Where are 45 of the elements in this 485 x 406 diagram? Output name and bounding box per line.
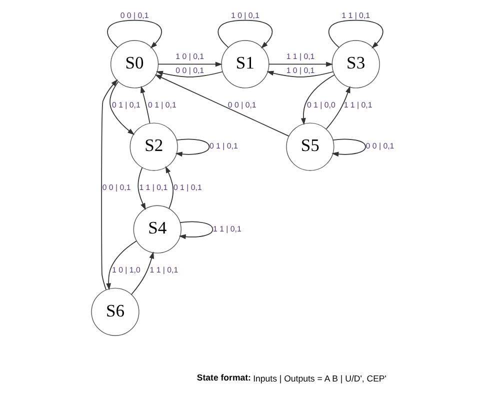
arrow xyxy=(106,240,136,290)
arrow xyxy=(154,74,289,136)
edge-label: 1 0 | 1,0 xyxy=(112,266,140,275)
edge-label: 0 1 | 0,1 xyxy=(208,142,238,151)
edge-label: 0 0 | 0,1 xyxy=(365,142,394,151)
node-circle: S2 xyxy=(129,122,178,171)
arrow xyxy=(164,166,174,210)
node-circle: S4 xyxy=(132,205,181,254)
arrow xyxy=(155,70,222,78)
arrow xyxy=(106,20,162,48)
arrow xyxy=(328,20,383,48)
arrow xyxy=(109,82,134,135)
edge-label: 1 1 | 0,1 xyxy=(286,52,314,62)
edge-label: 0 0 | 0,1 xyxy=(102,183,130,192)
edge-label: 1 1 | 0,1 xyxy=(212,224,241,234)
arrow xyxy=(130,252,154,295)
arrow xyxy=(325,86,350,130)
arrow xyxy=(266,70,334,78)
edge-label: 1 0 | 0,1 xyxy=(230,10,259,20)
arrow xyxy=(137,167,146,210)
edge-label: 0 0 | 0,1 xyxy=(227,100,256,110)
edge-label: 1 1 | 0,1 xyxy=(138,183,168,192)
arrow xyxy=(157,62,222,67)
arrow xyxy=(268,62,333,67)
edge-label: 1 1 | 0,1 xyxy=(149,266,178,275)
edge-label: 0 0 | 0,1 xyxy=(175,66,204,76)
node-circle: S5 xyxy=(286,122,334,171)
edge-label: 0 1 | 0,1 xyxy=(172,183,202,192)
edge-label: 1 1 | 0,1 xyxy=(343,100,372,110)
edge-label: 1 0 | 0,1 xyxy=(286,66,314,76)
edge-label: 0 1 | 0,1 xyxy=(148,100,176,110)
edge-label: 0 1 | 0,1 xyxy=(112,100,140,110)
edge-label: 0 0 | 0,1 xyxy=(120,10,148,20)
edge-label: 1 0 | 0,1 xyxy=(175,52,204,62)
arrow xyxy=(140,86,150,124)
arrow xyxy=(217,20,272,48)
node-circle: S6 xyxy=(90,288,139,336)
arrow xyxy=(331,138,366,157)
label: State format: Inputs | Outputs = A B | U/D', CEP' xyxy=(196,372,386,384)
arrow xyxy=(174,138,210,157)
edge-label: 1 1 | 0,1 xyxy=(341,10,370,20)
arrow xyxy=(178,221,213,240)
arrow xyxy=(300,74,335,126)
arrow xyxy=(100,79,118,290)
edge-label: 0 1 | 0,0 xyxy=(306,100,335,110)
